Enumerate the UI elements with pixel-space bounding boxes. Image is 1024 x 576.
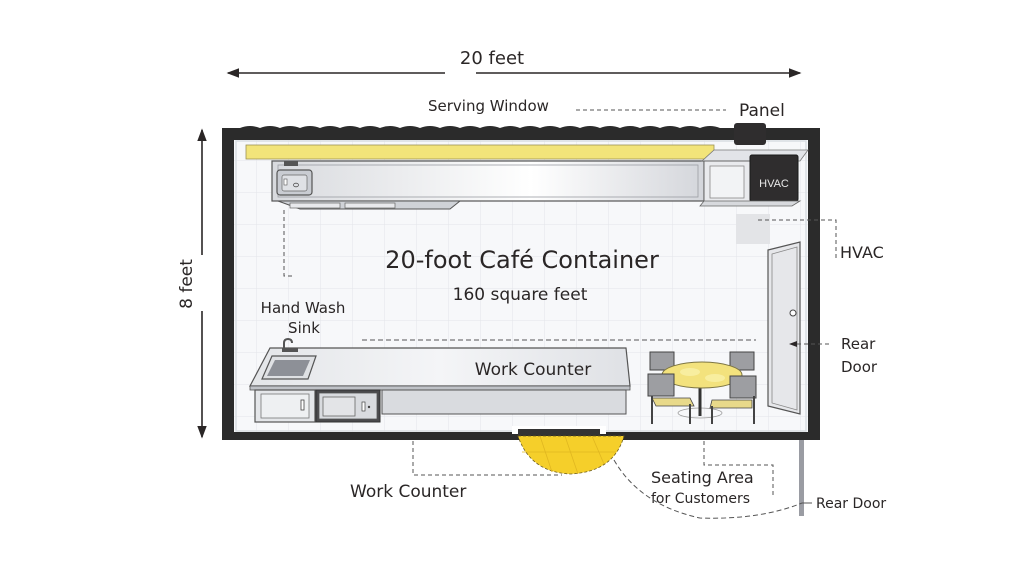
prep-sink — [276, 161, 313, 196]
work-counter: Work Counter — [249, 337, 631, 423]
seating-area-leader — [703, 441, 774, 497]
faucet-icon — [283, 337, 293, 351]
height-dimension: 8 feet — [177, 128, 212, 439]
door-knob-icon — [789, 309, 797, 317]
hand-wash-sink-label-line1: Hand Wash — [261, 299, 346, 317]
work-counter-outside-leader — [412, 441, 562, 476]
chair — [709, 375, 757, 424]
right-wall — [808, 128, 820, 440]
serving-window — [245, 144, 715, 160]
rear-door-side-label-line1: Rear — [841, 335, 876, 353]
left-wall — [222, 128, 234, 440]
top-wall — [222, 126, 820, 140]
hand-wash-sink-leader — [283, 210, 292, 277]
width-dimension-label: 20 feet — [460, 48, 524, 69]
seating-area-label-line2: for Customers — [651, 491, 750, 507]
back-shelf — [271, 160, 705, 210]
hand-wash-sink-label-line2: Sink — [288, 319, 320, 337]
hvac-unit: HVAC — [699, 149, 809, 207]
hvac-unit-label: HVAC — [759, 178, 789, 190]
plan-title: 20-foot Café Container — [385, 246, 659, 274]
chair — [649, 351, 675, 371]
plan-subtitle: 160 square feet — [453, 285, 588, 305]
panel-label: Panel — [739, 101, 785, 121]
front-door — [512, 426, 625, 475]
hvac-callout-label: HVAC — [840, 243, 884, 262]
chair — [729, 351, 755, 371]
seating-area — [647, 351, 757, 424]
work-counter-outside-label: Work Counter — [350, 482, 466, 502]
work-counter-inside-label: Work Counter — [475, 360, 591, 380]
seating-area-label-line1: Seating Area — [651, 468, 754, 487]
rear-door-bottom-post — [799, 440, 804, 516]
rear-door-bottom-swing-leader — [613, 459, 803, 519]
chair — [647, 373, 695, 424]
height-dimension-label: 8 feet — [177, 259, 197, 309]
rear-door-side-label-line2: Door — [841, 358, 878, 376]
width-dimension: 20 feet — [226, 48, 802, 78]
serving-window-label: Serving Window — [428, 97, 549, 115]
hvac-leader — [758, 219, 837, 258]
rear-door-bottom-label: Rear Door — [816, 496, 886, 512]
door-swing — [517, 435, 625, 475]
rear-door-side — [767, 241, 801, 415]
electrical-panel — [734, 123, 766, 145]
